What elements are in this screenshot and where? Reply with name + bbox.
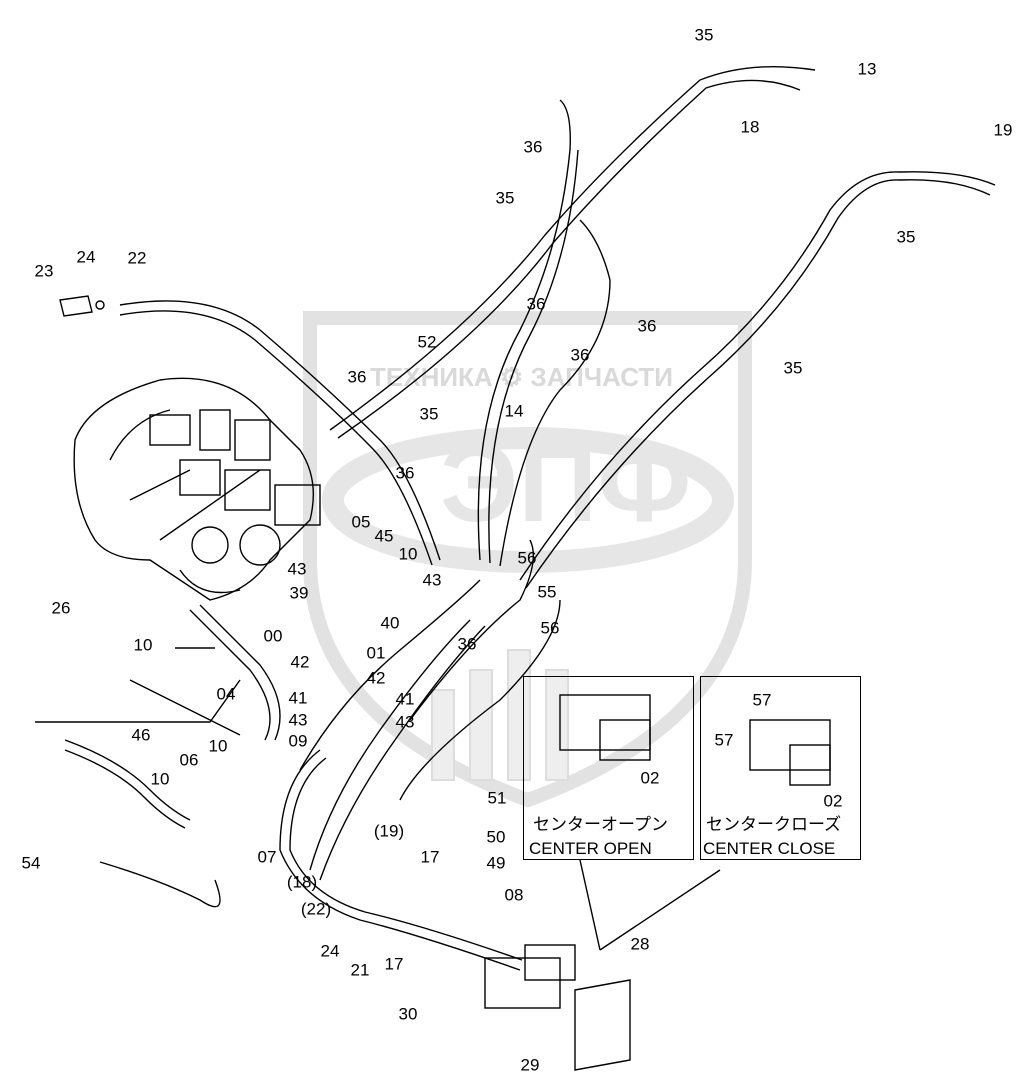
callout-65: (22): [300, 899, 332, 919]
callout-32: 10: [133, 635, 153, 655]
callout-33: 42: [290, 652, 310, 672]
center-open-label-en: CENTER OPEN: [529, 839, 652, 858]
callout-43: 10: [208, 736, 228, 756]
callout-45: 10: [150, 769, 170, 789]
callout-24: 43: [422, 570, 442, 590]
callout-53: 24: [320, 941, 340, 961]
callout-39: 43: [288, 710, 308, 730]
callout-50: 08: [504, 885, 524, 905]
center-open-box: [523, 676, 694, 860]
center-close-box: [700, 676, 861, 860]
callout-56: 30: [398, 1004, 418, 1024]
callout-51: 54: [21, 853, 41, 873]
callout-28: 36: [457, 634, 477, 654]
callout-19: 05: [351, 512, 371, 532]
callout-1: 13: [857, 59, 877, 79]
callout-59: 57: [752, 690, 772, 710]
callout-52: 07: [257, 847, 277, 867]
callout-63: (19): [373, 821, 405, 841]
callout-16: 35: [783, 358, 803, 378]
callout-5: 35: [495, 188, 515, 208]
callout-42: 46: [131, 725, 151, 745]
callout-62: 02: [823, 791, 843, 811]
callout-41: 09: [288, 731, 308, 751]
callout-7: 23: [34, 261, 54, 281]
callout-15: 36: [637, 316, 657, 336]
callout-22: 56: [517, 548, 537, 568]
callout-57: 29: [520, 1055, 540, 1075]
callout-27: 40: [380, 613, 400, 633]
callout-54: 21: [350, 960, 370, 980]
callout-36: 41: [288, 688, 308, 708]
callout-37: 41: [395, 689, 415, 709]
callout-40: 43: [395, 712, 415, 732]
callout-20: 45: [374, 526, 394, 546]
center-close-label-jp: センタークローズ: [706, 815, 842, 834]
watermark-logo: ЭПФ: [440, 422, 692, 545]
callout-13: 36: [570, 345, 590, 365]
callout-9: 22: [127, 248, 147, 268]
callout-2: 18: [740, 117, 760, 137]
callout-11: 52: [417, 332, 437, 352]
callout-29: 56: [540, 618, 560, 638]
callout-31: 00: [263, 626, 283, 646]
callout-17: 14: [504, 401, 524, 421]
pump-assembly: [73, 377, 321, 601]
callout-10: 36: [347, 367, 367, 387]
callout-3: 36: [523, 137, 543, 157]
callout-26: 39: [289, 583, 309, 603]
callout-46: 51: [487, 788, 507, 808]
callout-25: 55: [537, 582, 557, 602]
callout-60: 57: [714, 730, 734, 750]
callout-6: 35: [896, 227, 916, 247]
callout-61: 02: [640, 768, 660, 788]
callout-44: 06: [179, 750, 199, 770]
callout-18: 36: [395, 463, 415, 483]
callout-64: (18): [286, 872, 318, 892]
callout-48: 49: [486, 853, 506, 873]
callout-12: 36: [526, 294, 546, 314]
callout-38: 04: [216, 684, 236, 704]
callout-23: 43: [287, 559, 307, 579]
callout-0: 35: [694, 25, 714, 45]
callout-14: 35: [419, 404, 439, 424]
callout-30: 26: [51, 598, 71, 618]
callout-34: 01: [366, 643, 386, 663]
center-open-label-jp: センターオープン: [533, 815, 668, 834]
callout-47: 50: [486, 827, 506, 847]
center-close-label-en: CENTER CLOSE: [703, 839, 836, 858]
callout-55: 17: [384, 954, 404, 974]
callout-35: 42: [366, 668, 386, 688]
callout-8: 24: [76, 247, 96, 267]
callout-4: 19: [993, 120, 1013, 140]
callout-21: 10: [398, 544, 418, 564]
callout-49: 17: [420, 847, 440, 867]
callout-58: 28: [630, 934, 650, 954]
